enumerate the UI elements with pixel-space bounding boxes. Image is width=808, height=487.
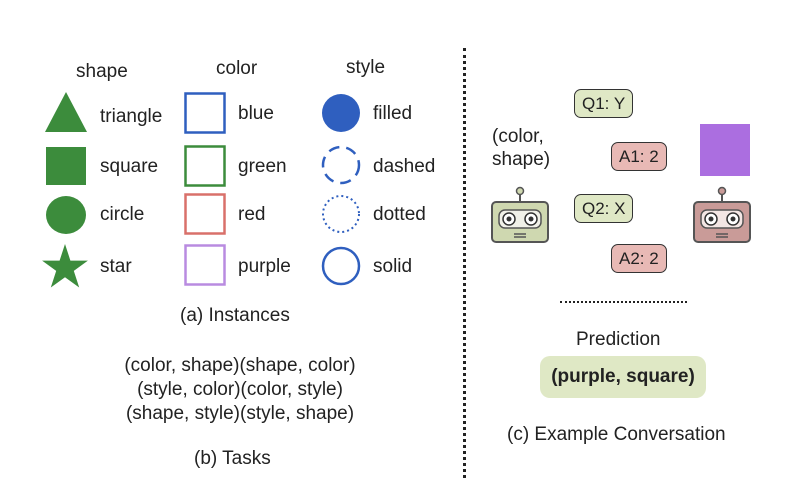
green-square-outline bbox=[184, 145, 226, 187]
caption-tasks: (b) Tasks bbox=[194, 448, 271, 469]
solid-circle-icon bbox=[321, 246, 361, 286]
filled-circle-icon bbox=[322, 94, 360, 132]
prompt-line-1: (color, bbox=[492, 126, 544, 147]
circle-icon bbox=[46, 196, 86, 234]
bubble-a1: A1: 2 bbox=[611, 142, 667, 171]
triangle-icon bbox=[45, 92, 87, 132]
vertical-divider bbox=[463, 48, 466, 478]
dashed-circle-icon bbox=[321, 145, 361, 185]
bubble-a2: A2: 2 bbox=[611, 244, 667, 273]
task-line-1: (color, shape)(shape, color) bbox=[124, 355, 356, 376]
purple-square-icon bbox=[700, 124, 750, 176]
task-line-3: (shape, style)(style, shape) bbox=[125, 403, 355, 424]
square-icon bbox=[46, 147, 86, 185]
purple-square-outline bbox=[184, 244, 226, 286]
bubble-q2: Q2: X bbox=[574, 194, 634, 223]
task-line-2: (style, color)(color, style) bbox=[137, 379, 343, 400]
header-style: style bbox=[346, 57, 386, 78]
label-red: red bbox=[238, 204, 266, 225]
label-triangle: triangle bbox=[100, 106, 163, 127]
label-dotted: dotted bbox=[373, 204, 426, 225]
prompt-line-2: shape) bbox=[492, 149, 551, 170]
dotted-circle-icon bbox=[322, 195, 360, 233]
label-green: green bbox=[238, 156, 287, 177]
caption-conversation: (c) Example Conversation bbox=[507, 424, 726, 445]
caption-instances: (a) Instances bbox=[180, 305, 290, 326]
star-icon bbox=[42, 244, 88, 288]
label-solid: solid bbox=[373, 256, 413, 277]
label-purple: purple bbox=[238, 256, 291, 277]
red-square-outline bbox=[184, 193, 226, 235]
header-color: color bbox=[216, 58, 258, 79]
robot-left-icon bbox=[491, 186, 549, 243]
bubble-q1: Q1: Y bbox=[574, 89, 634, 118]
label-circle: circle bbox=[100, 204, 145, 225]
horizontal-divider bbox=[560, 301, 687, 303]
prediction-box: (purple, square) bbox=[540, 356, 706, 398]
blue-square-outline bbox=[184, 92, 226, 134]
robot-right-icon bbox=[693, 186, 751, 243]
prediction-label: Prediction bbox=[576, 329, 661, 350]
label-dashed: dashed bbox=[373, 156, 436, 177]
label-blue: blue bbox=[238, 103, 274, 124]
label-star: star bbox=[100, 256, 132, 277]
header-shape: shape bbox=[76, 61, 128, 82]
label-square: square bbox=[100, 156, 159, 177]
label-filled: filled bbox=[373, 103, 413, 124]
